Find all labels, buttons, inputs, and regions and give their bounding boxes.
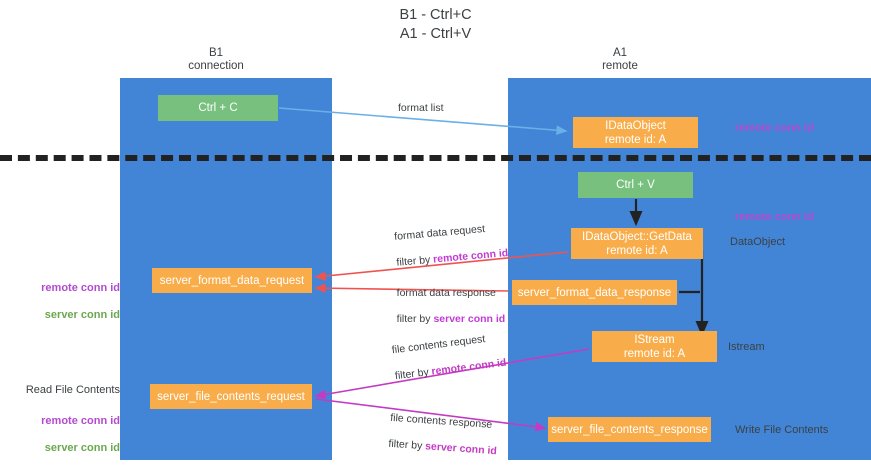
node-server-file-contents-response[interactable]: server_file_contents_response — [548, 417, 711, 442]
edge-label-format-list: format list — [398, 102, 444, 114]
edge-text-file-contents-response: file contents response — [389, 411, 493, 431]
edge-text-format-data-response: format data response — [396, 287, 496, 299]
section-divider — [0, 155, 871, 161]
edge-label-file-contents-response: file contents response filter by server … — [375, 398, 499, 471]
label-server-conn-id-left-2: server conn id — [44, 441, 120, 454]
edge-label-format-data-request: format data request filter by remote con… — [381, 208, 510, 284]
edge-filter-key-fdr: remote conn id — [432, 247, 509, 266]
label-remote-conn-id-getdata: remote conn id — [735, 211, 814, 223]
node-server-file-contents-request[interactable]: server_file_contents_request — [150, 384, 312, 409]
node-idataobject[interactable]: IDataObject remote id: A — [573, 117, 698, 148]
page-title: B1 - Ctrl+C A1 - Ctrl+V — [399, 7, 472, 42]
label-write-file-contents: Write File Contents — [735, 424, 829, 436]
node-istream[interactable]: IStream remote id: A — [592, 331, 717, 362]
edge-label-file-contents-request: file contents request filter by remote c… — [378, 318, 509, 398]
node-ctrl-v[interactable]: Ctrl + V — [578, 172, 693, 198]
edge-filter-key-fdresp: server conn id — [433, 313, 506, 325]
label-remote-conn-id-left: remote conn id — [41, 281, 120, 294]
label-server-conn-id-left: server conn id — [44, 308, 120, 321]
node-server-format-data-request[interactable]: server_format_data_request — [152, 268, 312, 293]
edge-filter-key-fcresp: server conn id — [424, 440, 498, 458]
edge-text-file-contents-request: file contents request — [391, 333, 486, 357]
label-left-conn-ids-format: remote conn id server conn id — [20, 268, 120, 336]
node-server-format-data-response[interactable]: server_format_data_response — [512, 280, 677, 305]
label-dataobject: DataObject — [730, 236, 786, 248]
label-istream: Istream — [728, 341, 765, 353]
node-idataobject-getdata[interactable]: IDataObject::GetData remote id: A — [571, 228, 703, 259]
node-ctrl-c[interactable]: Ctrl + C — [158, 95, 278, 121]
edge-filter-prefix-fdresp: filter by — [396, 313, 434, 325]
label-remote-conn-id-left-2: remote conn id — [41, 414, 120, 427]
edge-label-format-data-response: format data response filter by server co… — [385, 274, 506, 339]
edge-filter-key-fcr: remote conn id — [430, 356, 507, 378]
edge-filter-prefix-fcr: filter by — [394, 365, 433, 383]
column-heading-b1: B1 connection — [188, 47, 244, 72]
label-left-conn-ids-file: remote conn id server conn id — [12, 401, 120, 469]
edge-filter-prefix-fcresp: filter by — [388, 437, 426, 453]
edge-filter-prefix-fdr: filter by — [396, 253, 434, 269]
edge-text-format-data-request: format data request — [393, 222, 486, 243]
label-remote-conn-id-top: remote conn id — [735, 122, 814, 134]
label-read-file-contents: Read File Contents — [25, 384, 120, 396]
column-heading-a1: A1 remote — [602, 47, 638, 72]
